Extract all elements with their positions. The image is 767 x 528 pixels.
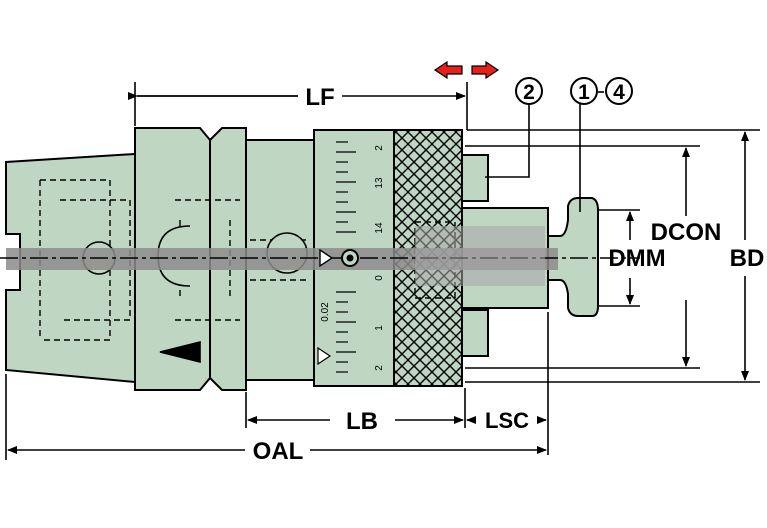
- callout-2: 2: [515, 77, 543, 105]
- scale-tick-label: 2: [374, 365, 385, 371]
- lsc-label: LSC: [485, 408, 529, 433]
- dcon-label: DCON: [651, 219, 722, 246]
- scale-tick-label: 2: [374, 145, 385, 151]
- scale-tick-label: 1: [374, 325, 385, 331]
- callout-4-number: 4: [613, 81, 625, 104]
- internal-bore: [415, 226, 545, 286]
- scale-increment: 0.02: [320, 302, 331, 322]
- scale-numbers: 2 13 14 0 1 2 0.02: [320, 145, 385, 371]
- lf-label: LF: [305, 84, 334, 111]
- callout-2-number: 2: [523, 81, 535, 104]
- callout-4: 4: [605, 77, 633, 105]
- scale-ticks: [336, 141, 356, 373]
- callout-1: 1: [570, 77, 598, 105]
- flange-notch: [159, 340, 201, 364]
- callout-2-leader: [485, 103, 530, 178]
- adjust-direction-arrows-icon: [433, 60, 500, 80]
- clamp-screw-lower: [461, 309, 489, 357]
- clamp-screw: [461, 154, 489, 202]
- oal-label: OAL: [253, 438, 304, 465]
- lb-label: LB: [346, 408, 378, 435]
- callout-1-number: 1: [578, 81, 590, 104]
- scale-marker-icon: [317, 346, 332, 366]
- bd-label: BD: [730, 245, 765, 272]
- scale-tick-label: 13: [374, 177, 385, 189]
- scale-tick-label: 0: [374, 275, 385, 281]
- dmm-label: DMM: [608, 245, 665, 272]
- index-triangle: [319, 248, 334, 268]
- scale-tick-label: 14: [374, 222, 385, 234]
